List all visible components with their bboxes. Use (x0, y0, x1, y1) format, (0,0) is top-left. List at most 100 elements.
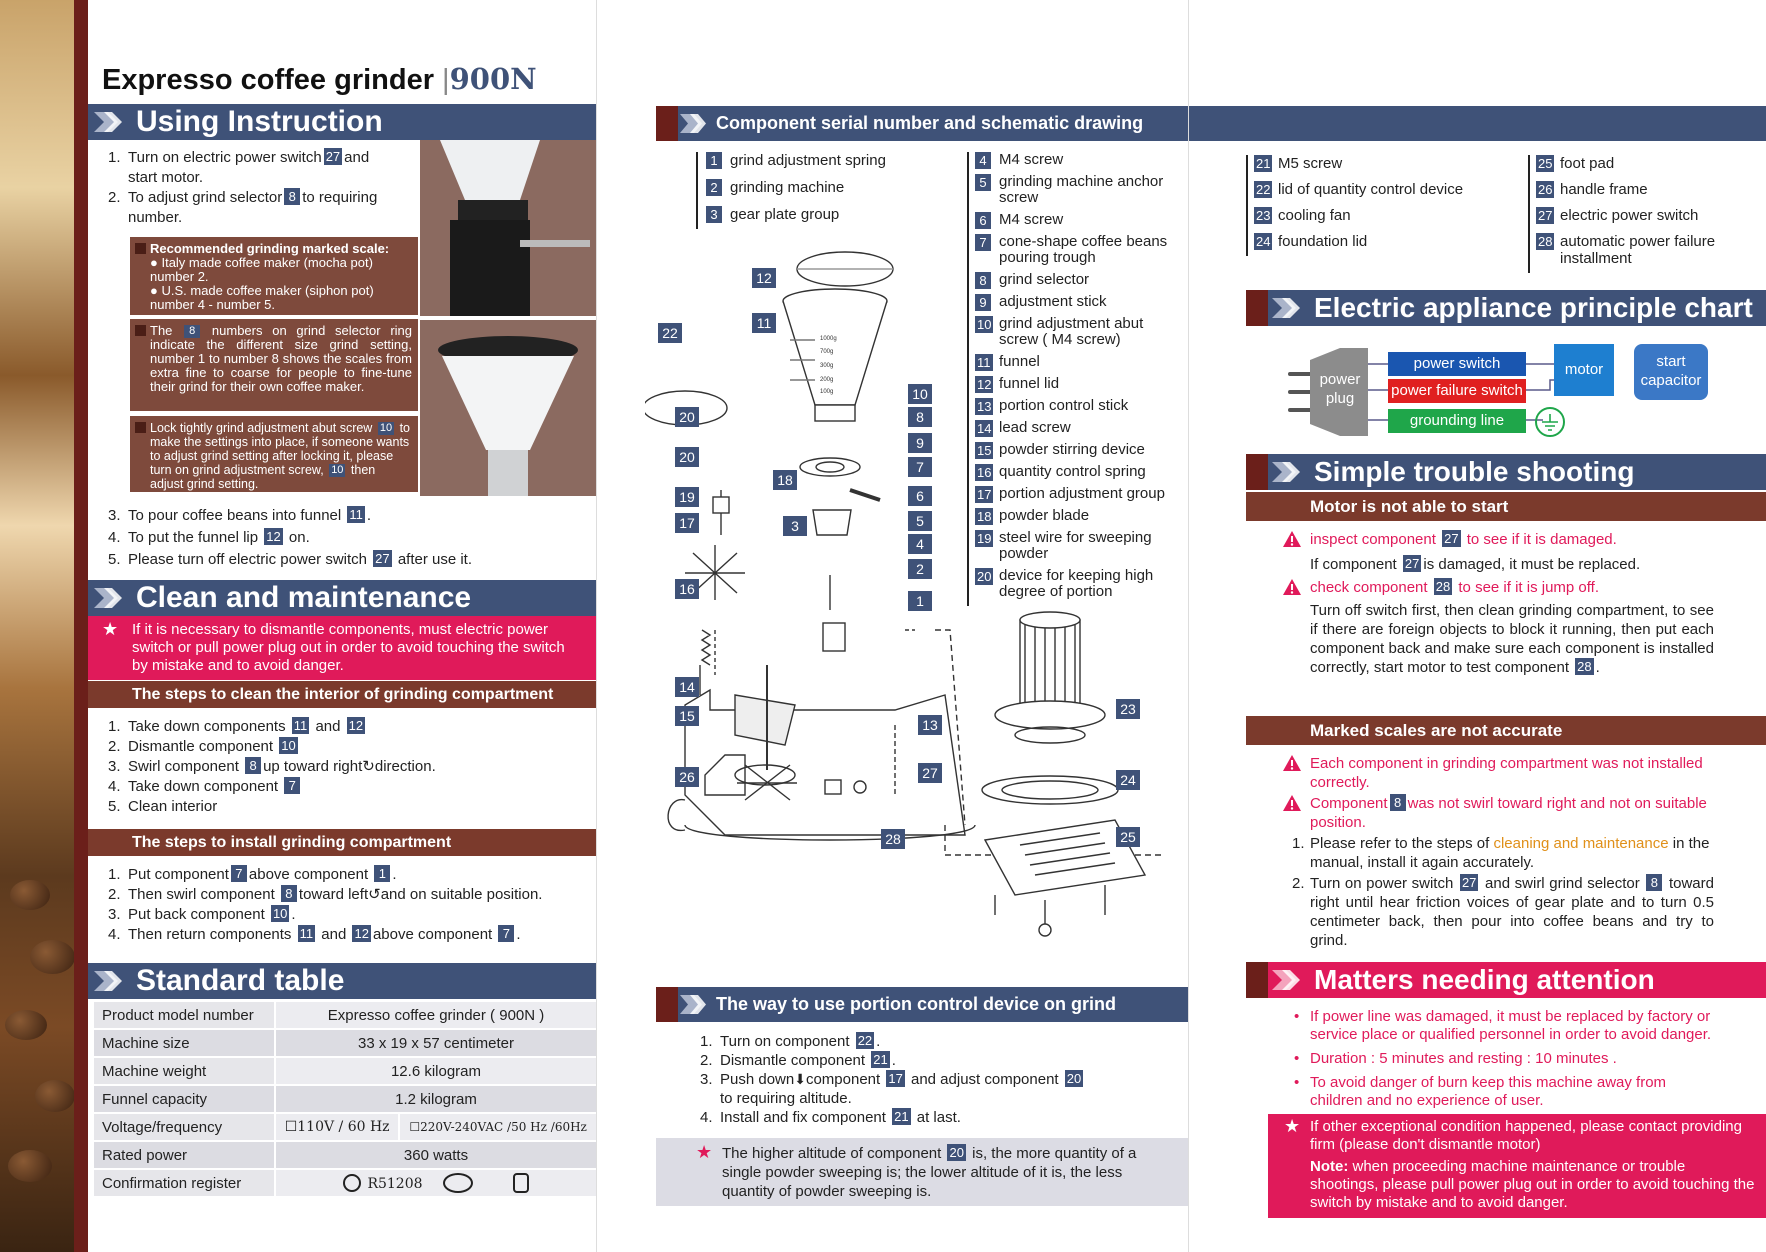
callout-label: 8 (916, 409, 924, 425)
funnel-mark: 1000g (820, 336, 837, 342)
clean-steps-heading: The steps to clean the interior of grind… (88, 681, 596, 708)
callout-label: 26 (679, 769, 695, 785)
callout-badge (675, 447, 699, 467)
callout-label: 17 (679, 515, 695, 531)
page-title: Expresso coffee grinder |900N (102, 62, 537, 96)
attention-heading: Matters needing attention (1246, 962, 1766, 998)
power-switch-box: power switch (1388, 352, 1526, 376)
electric-heading: Electric appliance principle chart (1246, 290, 1766, 326)
callout-badge (675, 487, 699, 507)
kc-mark-icon (512, 1173, 529, 1193)
callout-label: 28 (885, 831, 901, 847)
callout-badge (752, 268, 776, 288)
callout-badge (918, 763, 942, 783)
callout-label: 20 (679, 409, 695, 425)
callout-badge (675, 706, 699, 726)
callout-badge (908, 591, 932, 611)
warning-icon (1283, 795, 1301, 811)
star-icon: ★ (1284, 1116, 1301, 1136)
lock-screw-box: Lock tightly grind adjustment abut screw… (130, 416, 418, 492)
callout-badge (1116, 699, 1140, 719)
funnel-mark: 200g (820, 377, 833, 383)
callout-label: 2 (916, 561, 924, 577)
trouble-heading: Simple trouble shooting (1246, 454, 1766, 490)
install-steps-heading: The steps to install grinding compartmen… (88, 829, 596, 856)
callout-label: 25 (1120, 829, 1136, 845)
callout-badge (783, 516, 807, 536)
callout-badge (908, 407, 932, 427)
panel-divider (1188, 0, 1189, 1252)
callout-label: 13 (922, 717, 938, 733)
callout-badge (908, 486, 932, 506)
rotate-right-icon: ↻ (362, 758, 375, 775)
callout-label: 27 (922, 765, 938, 781)
funnel-mark: 300g (820, 363, 833, 369)
callout-label: 5 (916, 513, 924, 529)
callout-badge (675, 513, 699, 533)
trouble-scale-content: Each component in grinding compartment w… (1282, 754, 1714, 950)
motor-not-start-heading: Motor is not able to start (1246, 492, 1766, 521)
grinder-photo-bottom (420, 320, 596, 496)
attention-box: ★ If other exceptional condition happene… (1268, 1114, 1766, 1218)
callout-label: 20 (679, 449, 695, 465)
star-icon: ★ (102, 619, 119, 639)
clean-steps: 1.Take down components 11 and 12 2.Disma… (108, 717, 436, 815)
component-heading-bar (1188, 106, 1766, 141)
circuit-diagram: power plug power switch power failure sw… (1288, 342, 1708, 442)
instruction-steps-2: 3.To pour coffee beans into funnel 11. 4… (108, 506, 473, 568)
decorative-strip (0, 0, 88, 1252)
ccc-mark-icon (442, 1173, 473, 1193)
callout-label: 4 (916, 536, 924, 552)
power-plug-label: power plug (1319, 371, 1361, 407)
callout-label: 22 (662, 325, 678, 341)
scales-not-accurate-heading: Marked scales are not accurate (1246, 716, 1766, 745)
callout-badge (908, 433, 932, 453)
callout-label: 19 (679, 489, 695, 505)
power-failure-switch-box: power failure switch (1388, 379, 1526, 403)
down-arrow-icon: ⬇ (794, 1071, 806, 1087)
callout-badge (881, 829, 905, 849)
callout-badge (752, 313, 776, 333)
callout-badge (908, 534, 932, 554)
callout-badge (675, 767, 699, 787)
funnel-mark: 100g (820, 389, 833, 395)
star-icon: ★ (696, 1142, 713, 1162)
warning-icon (1283, 531, 1301, 547)
table-row: Voltage/frequency☐110V / 60 Hz☐220V-240V… (92, 1112, 598, 1142)
grinder-photo-top (420, 140, 596, 316)
callout-label: 3 (791, 518, 799, 534)
callout-badge (675, 579, 699, 599)
motor-box: motor (1554, 344, 1614, 396)
panel-divider (596, 0, 597, 1252)
callout-label: 15 (679, 708, 695, 724)
callout-badge (1116, 770, 1140, 790)
portion-steps: 1.Turn on component 22. 2.Dismantle comp… (700, 1032, 1084, 1126)
funnel-mark: 700g (820, 349, 833, 355)
callout-badge (908, 384, 932, 404)
grind-scale-box: The 8 numbers on grind selector ring ind… (130, 319, 418, 411)
clean-warning: ★ If it is necessary to dismantle compon… (88, 616, 596, 680)
callout-label: 10 (912, 386, 928, 402)
callout-badge (675, 677, 699, 697)
callout-label: 18 (777, 472, 793, 488)
cert-mark-icon (343, 1174, 362, 1192)
callout-badge (675, 407, 699, 427)
attention-bullets: •If power line was damaged, it must be r… (1294, 1008, 1712, 1109)
clean-heading: Clean and maintenance (88, 580, 596, 616)
callout-label: 6 (916, 488, 924, 504)
callout-label: 11 (757, 315, 772, 331)
recommended-scale-box: Recommended grinding marked scale: ● Ita… (130, 237, 418, 315)
portion-note: ★ The higher altitude of component 20 is… (656, 1138, 1188, 1206)
model-number: 900N (449, 62, 537, 96)
callout-badge (1116, 827, 1140, 847)
callout-badge (773, 470, 797, 490)
